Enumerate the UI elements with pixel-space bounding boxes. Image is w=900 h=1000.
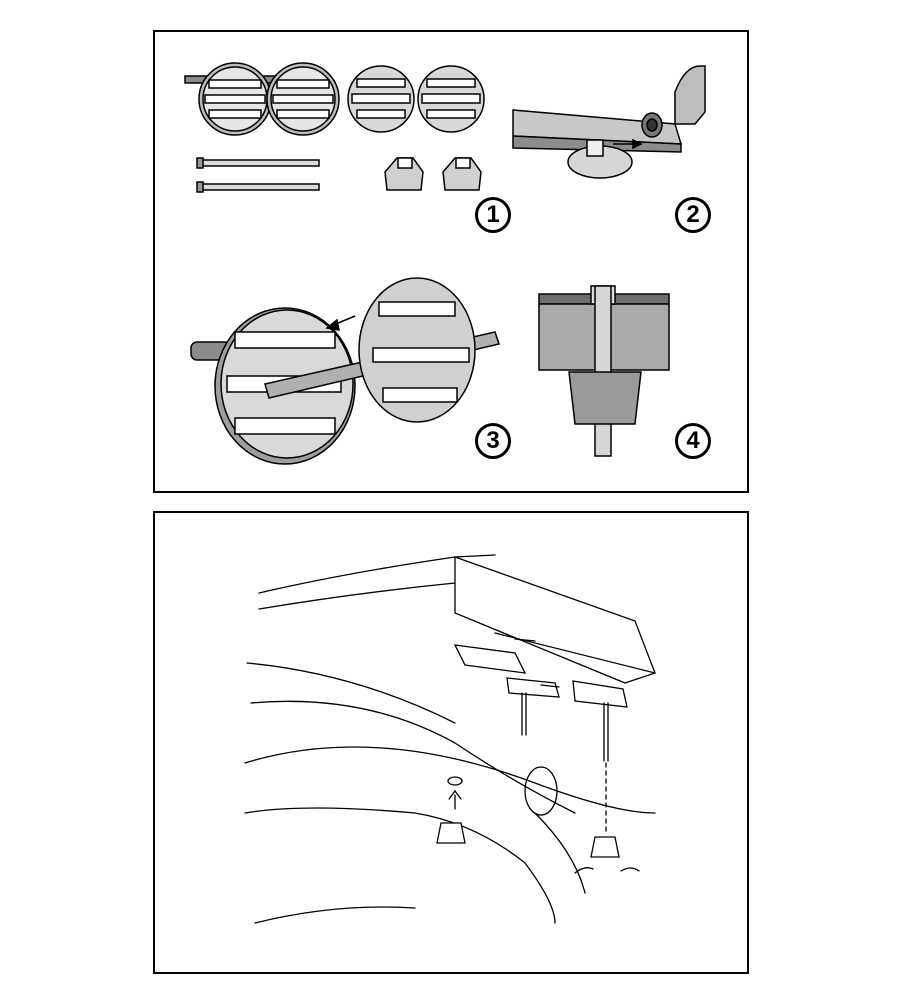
step-1-badge: 1 [475,197,511,233]
parts-set-illustration [184,62,485,193]
steps-illustration [184,62,706,465]
assembly-panel [153,511,749,974]
cross-section-illustration [538,285,670,457]
steps-panel: 1 2 3 4 [153,30,749,493]
seat-mounting-illustration [244,554,656,924]
step-3-badge: 3 [475,423,511,459]
cover-bolt-illustration [190,277,500,465]
step-2-badge: 2 [675,197,711,233]
hinge-mount-illustration [512,65,706,179]
step-4-badge: 4 [675,423,711,459]
